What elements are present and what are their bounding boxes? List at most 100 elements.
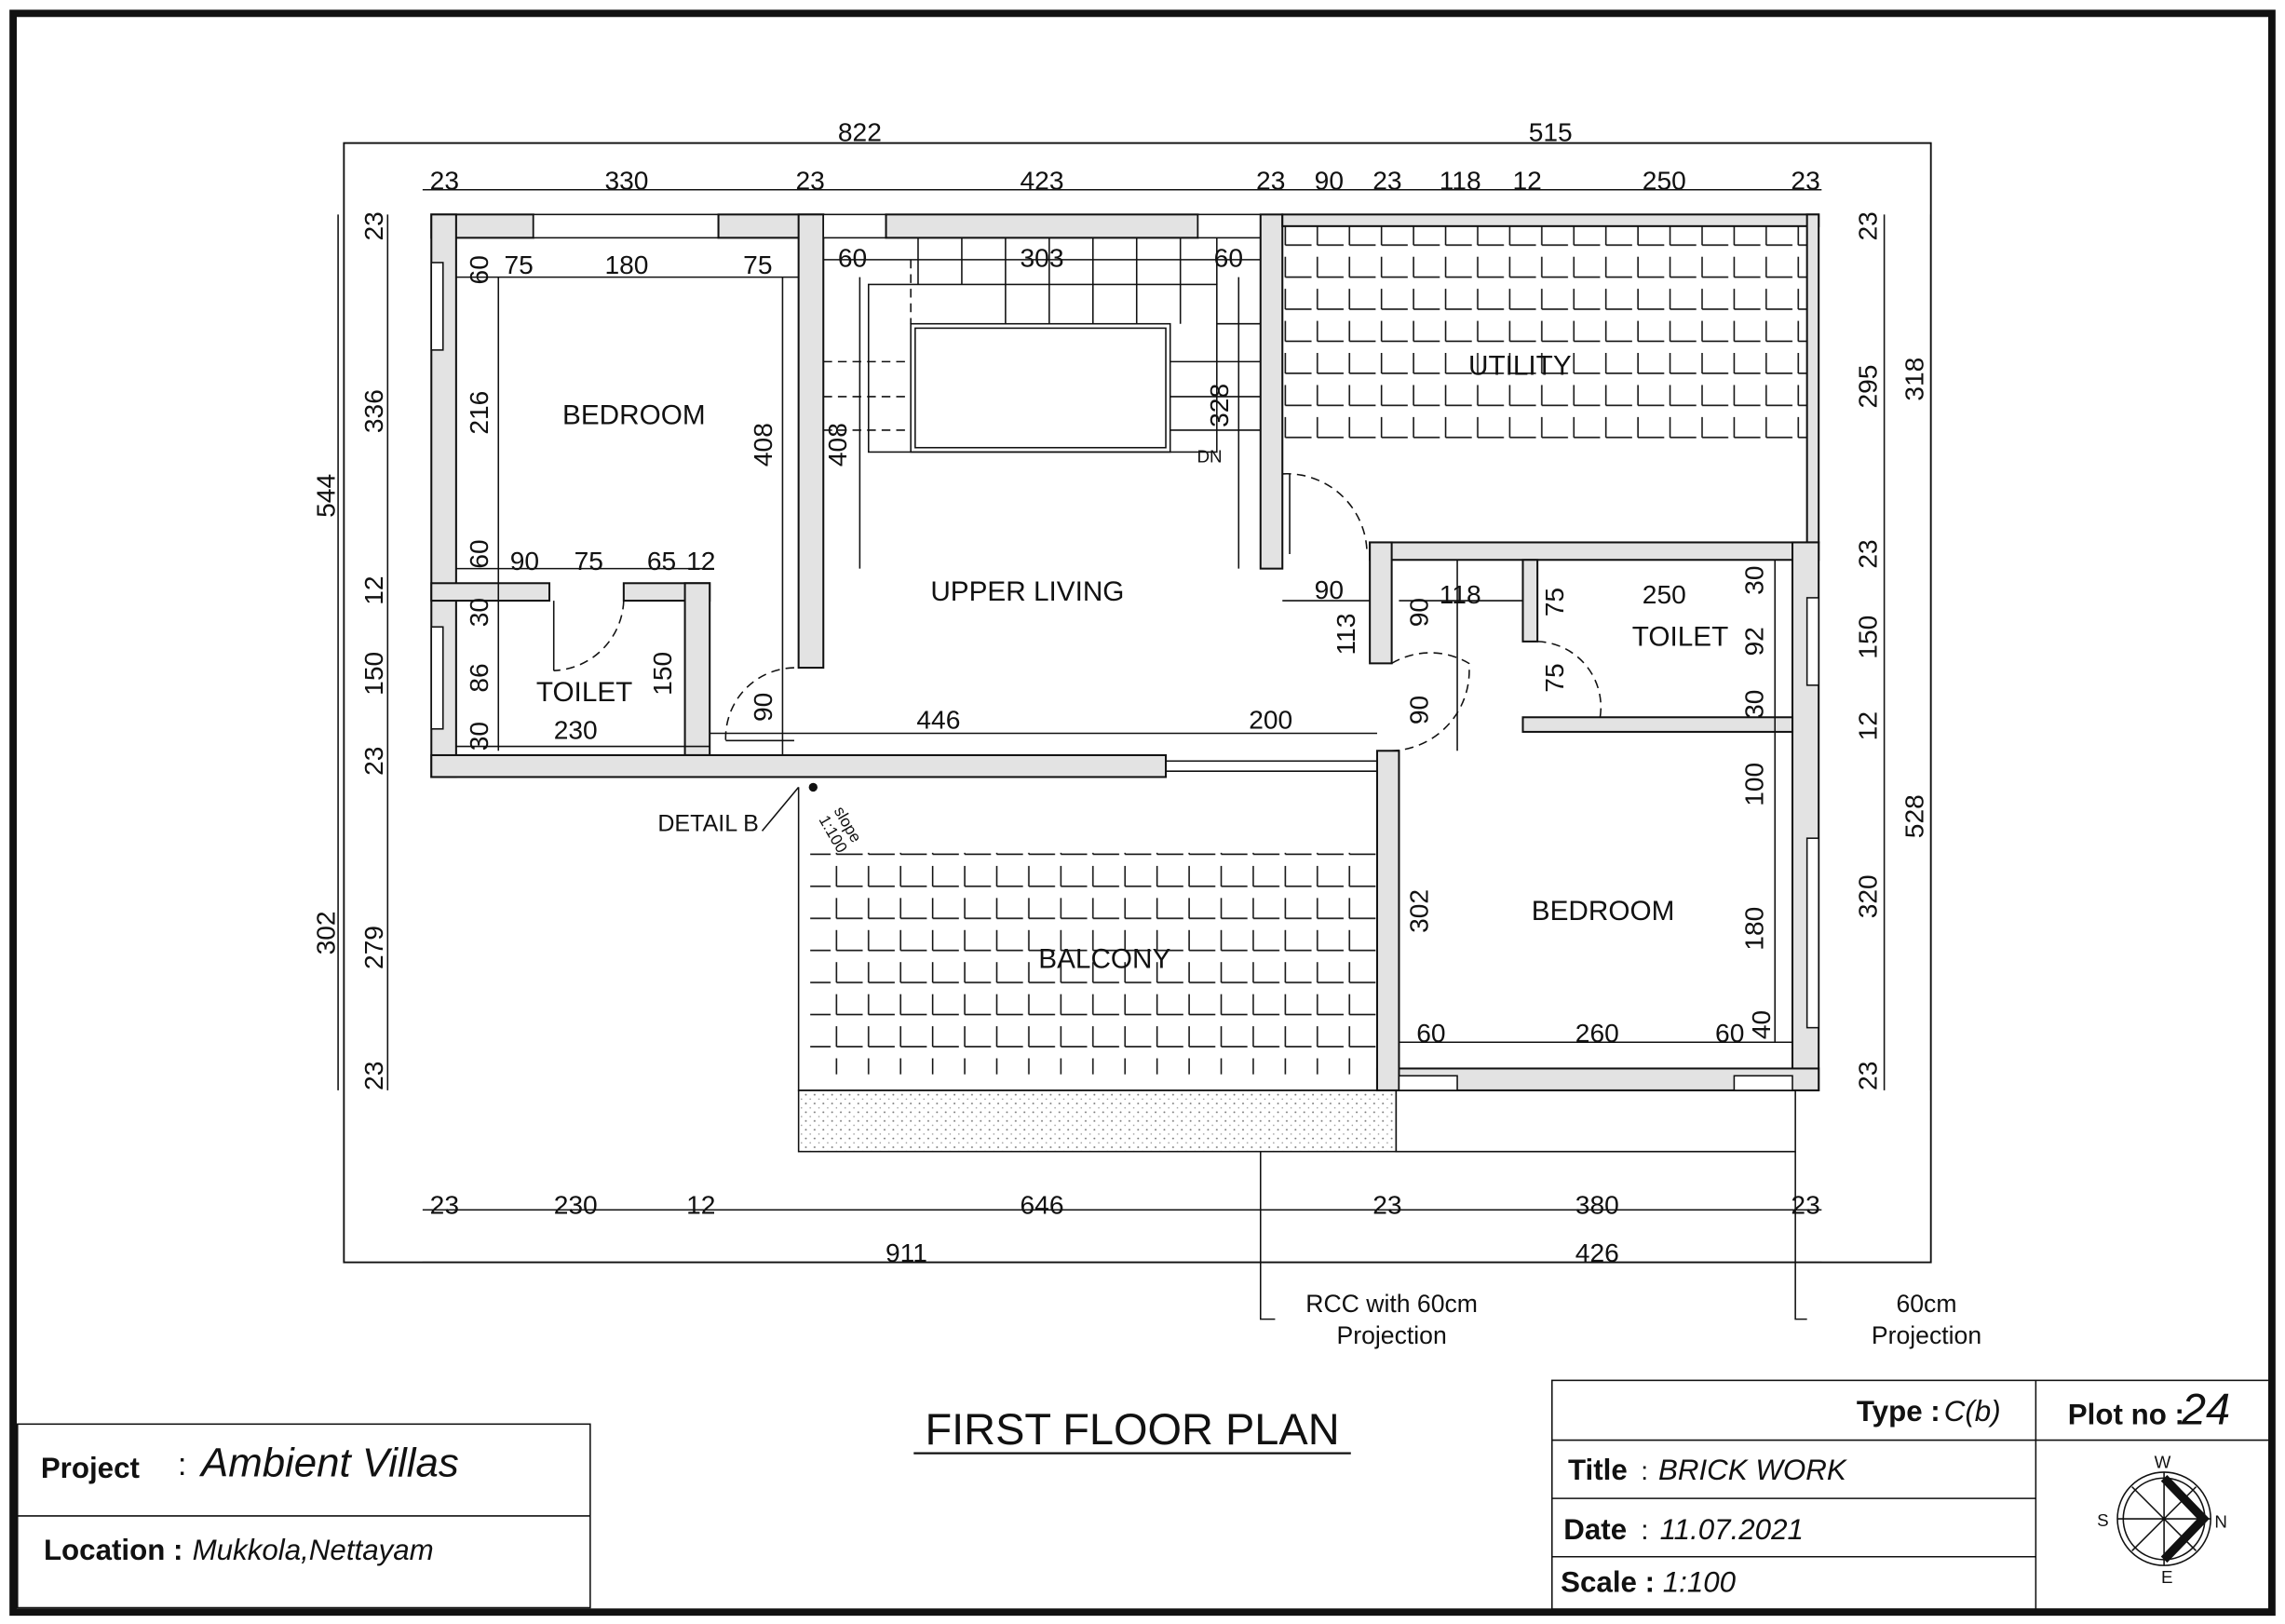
- dimension-label: 12: [686, 546, 715, 575]
- project-label: Project: [41, 1452, 141, 1484]
- title-block-project: Project : Ambient Villas Location : Mukk…: [16, 1423, 591, 1609]
- dimension-label: 260: [1575, 1018, 1619, 1048]
- detail-leader: [761, 786, 800, 832]
- dimension-label: 23: [1852, 211, 1882, 240]
- detail-b-label: DETAIL B: [657, 810, 759, 836]
- dimension-label: 30: [1738, 565, 1768, 594]
- date-label: Date: [1563, 1513, 1627, 1546]
- title-value: BRICK WORK: [1658, 1454, 1848, 1486]
- dimension-label: 303: [1021, 242, 1064, 272]
- room-label-upper-living: UPPER LIVING: [930, 576, 1124, 607]
- dimension-label: 23: [430, 165, 459, 195]
- dimension-label: 90: [1315, 165, 1344, 195]
- dimension-label: 380: [1575, 1190, 1619, 1220]
- svg-text:E: E: [2161, 1567, 2173, 1587]
- dimension-label: 328: [1204, 384, 1234, 427]
- balcony-projection-slab: [797, 1089, 1398, 1153]
- dimension-label: 302: [1403, 889, 1433, 933]
- dimension-label: 336: [358, 389, 388, 433]
- dimension-label: 86: [464, 663, 494, 692]
- dimension-label: 118: [1440, 579, 1481, 609]
- dimension-label: 446: [916, 704, 960, 734]
- dimension-label: 23: [430, 1190, 459, 1220]
- title-label: Title: [1568, 1454, 1628, 1486]
- dimension-label: 150: [358, 652, 388, 696]
- dimension-label: 150: [1852, 616, 1882, 659]
- rain-outlet-icon: [808, 782, 818, 792]
- title-block-details: Type : C(b) Plot no : 24 Title : BRICK W…: [1550, 1379, 2270, 1610]
- project-sep: :: [178, 1447, 187, 1482]
- dimension-label: 544: [311, 474, 341, 518]
- dimension-label: 75: [743, 250, 772, 279]
- dimension-label: 528: [1899, 794, 1928, 838]
- date-value: 11.07.2021: [1660, 1513, 1804, 1546]
- dimension-label: 12: [1852, 711, 1882, 740]
- dimension-lines: [337, 142, 1932, 1264]
- dimension-label: 279: [358, 926, 388, 969]
- sheet-border: [9, 9, 2276, 1617]
- slope-note: slope 1:100: [815, 803, 865, 856]
- dimension-label: 250: [1643, 165, 1686, 195]
- dimension-label: 30: [1738, 690, 1768, 719]
- dimension-label: 60: [464, 539, 494, 568]
- type-value: C(b): [1944, 1395, 2001, 1428]
- dimension-label: 12: [686, 1190, 715, 1220]
- walls: [430, 213, 1820, 1091]
- room-label-utility: UTILITY: [1468, 350, 1572, 381]
- room-label-bedroom-1: BEDROOM: [562, 400, 706, 431]
- dimension-label: 60: [1715, 1018, 1744, 1048]
- dimension-label: 23: [358, 1062, 388, 1090]
- rcc-note-line2: Projection: [1336, 1321, 1446, 1349]
- dimension-label: 23: [1791, 165, 1819, 195]
- project-value: Ambient Villas: [198, 1441, 459, 1486]
- dimension-label: 646: [1021, 1190, 1064, 1220]
- location-label: Location :: [44, 1534, 183, 1566]
- dimension-label: 23: [1852, 539, 1882, 568]
- dimension-label: 90: [1315, 575, 1344, 604]
- dimension-label: 75: [1539, 663, 1569, 692]
- dimension-label: 113: [1331, 614, 1360, 656]
- dimension-label: 302: [311, 911, 341, 954]
- dimension-label: 200: [1249, 704, 1292, 734]
- door-swings: [552, 473, 1602, 752]
- compass-icon: W S N E: [2097, 1452, 2227, 1587]
- balcony-tile-floor: [810, 852, 1376, 1075]
- scale-label: Scale :: [1561, 1565, 1655, 1598]
- dimension-label: 90: [1403, 598, 1433, 627]
- drawing-title: FIRST FLOOR PLAN: [925, 1404, 1339, 1454]
- room-label-bedroom-2: BEDROOM: [1532, 896, 1675, 927]
- dimension-label: 408: [748, 423, 777, 467]
- dimension-label: 23: [358, 747, 388, 776]
- dimension-label: 230: [554, 1190, 598, 1220]
- dimension-label: 230: [554, 714, 598, 744]
- dimension-label: 12: [1513, 165, 1542, 195]
- dimension-label: 216: [464, 391, 494, 435]
- dimension-label: 90: [1403, 696, 1433, 724]
- dimension-label: 30: [464, 598, 494, 627]
- bedroom-projection-outline: [1395, 1089, 1796, 1153]
- projection-note-line2: Projection: [1872, 1321, 1981, 1349]
- dimension-label: 423: [1021, 165, 1064, 195]
- dimension-label: 60: [1214, 242, 1243, 272]
- plot-value: 24: [2181, 1384, 2230, 1433]
- dimension-label: 150: [647, 652, 677, 696]
- dimension-label: 23: [1852, 1062, 1882, 1090]
- dimension-label: 30: [464, 722, 494, 751]
- dimension-label: 40: [1746, 1010, 1776, 1039]
- dimension-label: 23: [1256, 165, 1285, 195]
- dimension-label: 23: [1372, 165, 1401, 195]
- dimension-label: 75: [504, 250, 533, 279]
- location-value: Mukkola,Nettayam: [193, 1534, 434, 1566]
- balcony-outline: [797, 787, 1377, 1091]
- dimension-label: 23: [1372, 1190, 1401, 1220]
- scale-value: 1:100: [1663, 1565, 1737, 1598]
- date-sep: :: [1641, 1515, 1648, 1546]
- dimension-label: 515: [1529, 117, 1573, 147]
- svg-text:N: N: [2214, 1511, 2227, 1531]
- dimension-label: 426: [1575, 1238, 1619, 1267]
- dimension-label: 180: [1738, 907, 1768, 951]
- dimension-label: 60: [464, 255, 494, 284]
- dimension-label: 12: [358, 575, 388, 604]
